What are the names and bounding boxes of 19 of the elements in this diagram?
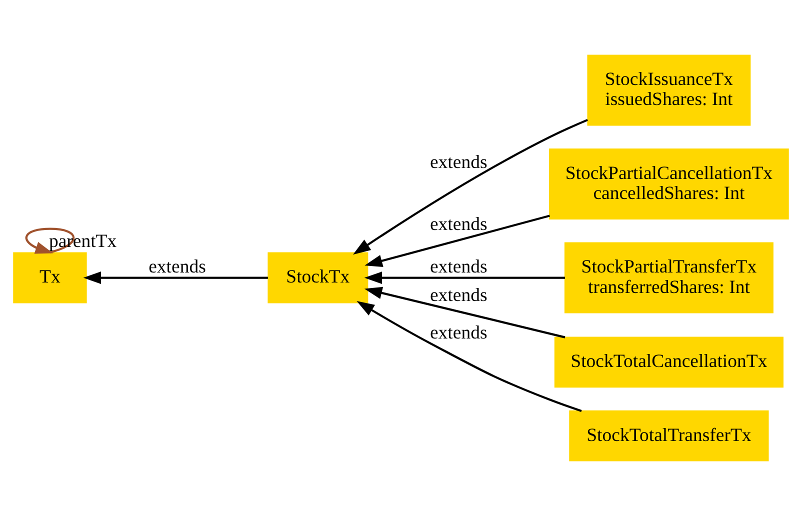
node-box: StockTotalCancellationTx [554, 336, 784, 388]
node-box: StockTotalTransferTx [569, 410, 769, 462]
node-box: StockIssuanceTx issuedShares: Int [587, 54, 751, 126]
arrow [364, 272, 565, 284]
edge-label: extends [148, 256, 206, 278]
edge-label: extends [430, 256, 488, 278]
edge-label: extends [430, 152, 488, 174]
arrow [364, 286, 566, 338]
edge-label: extends [430, 284, 488, 306]
node-box: StockTx [268, 252, 368, 304]
edge-label: extends [430, 214, 488, 235]
node-box: StockPartialTransferTx transferredShares: Int [564, 242, 774, 314]
node-box: StockPartialCancellationTx cancelledShares: Int [549, 148, 789, 220]
arrow [352, 118, 588, 255]
edge-label: extends [430, 322, 488, 344]
arrow [83, 272, 268, 284]
arrow [364, 214, 550, 267]
node-box: Tx [13, 252, 87, 304]
arrow [356, 301, 582, 412]
